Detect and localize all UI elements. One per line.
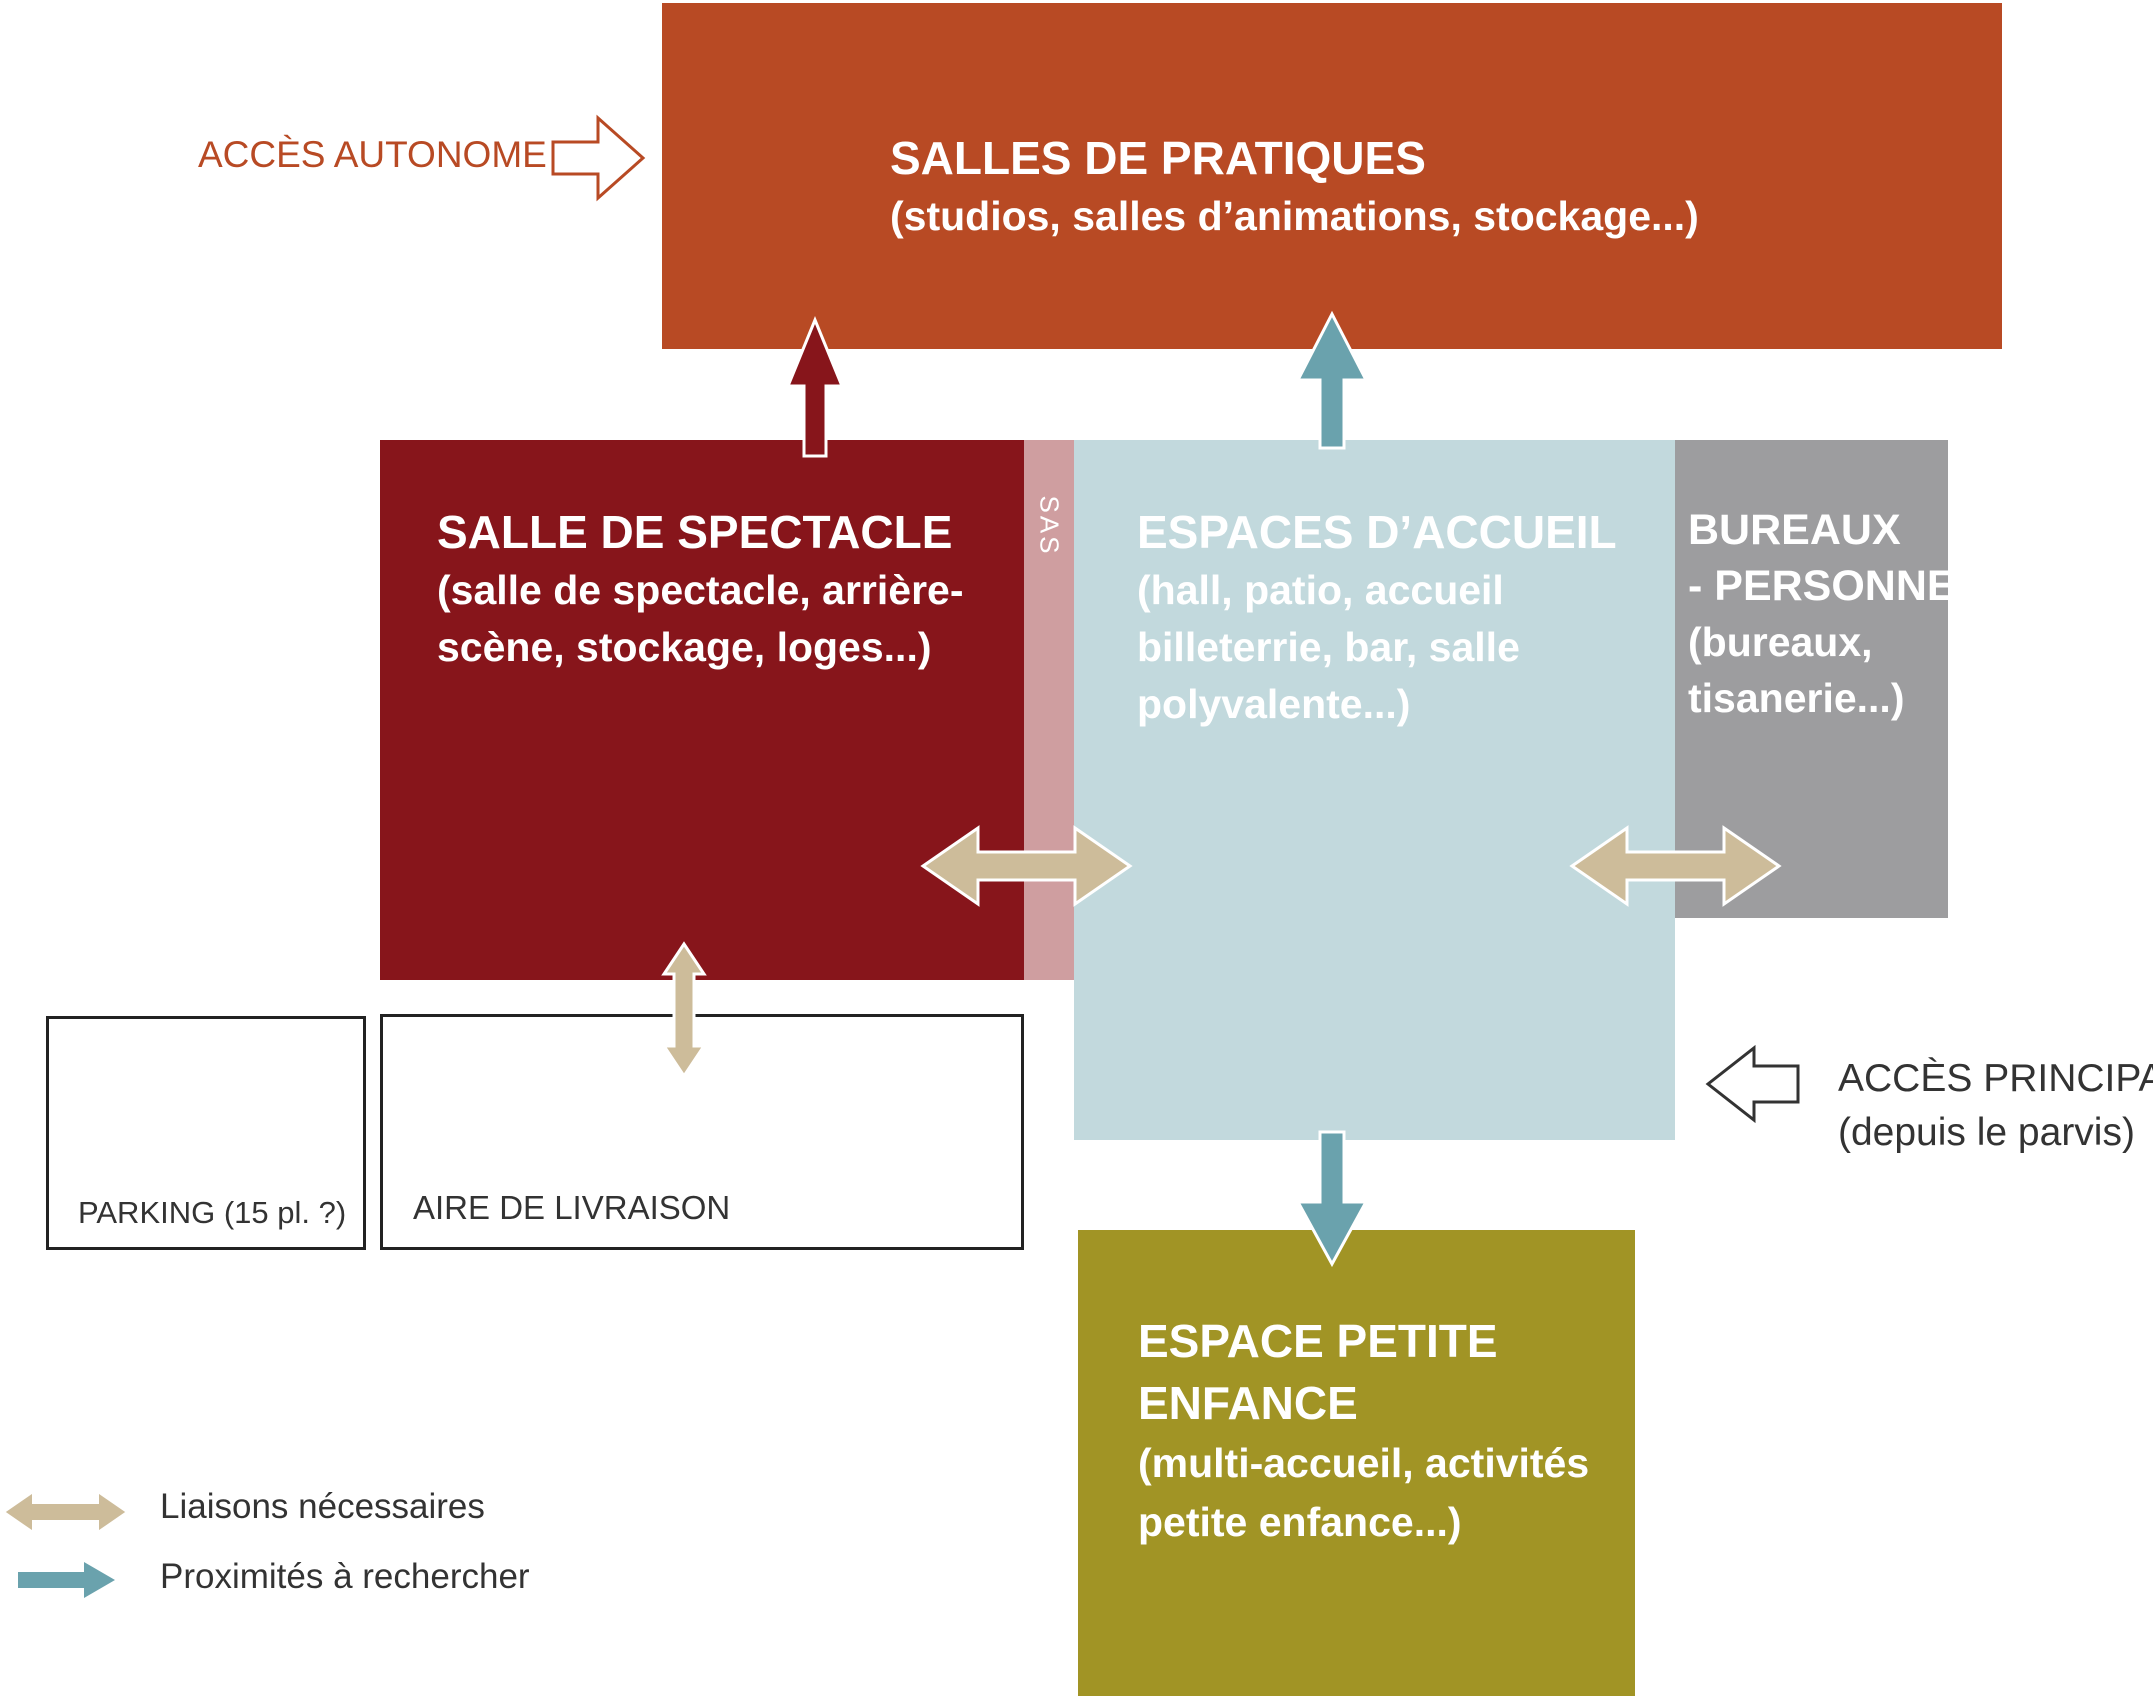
sas-box: SAS <box>1024 440 1074 980</box>
legend-proximites-arrow-icon <box>18 1562 115 1598</box>
acces-principal-arrow-icon <box>1705 1044 1800 1124</box>
acces-principal-label: ACCÈS PRINCIPAL (depuis le parvis) <box>1838 1052 2153 1160</box>
acces-autonome-arrow-icon <box>551 114 646 202</box>
aire-de-livraison-label: AIRE DE LIVRAISON <box>413 1189 731 1226</box>
espaces-d-accueil-box: ESPACES D’ACCUEIL (hall, patio, accueil … <box>1074 440 1675 1140</box>
aire-de-livraison-box: AIRE DE LIVRAISON <box>380 1014 1024 1250</box>
espace-petite-enfance-title-line2: ENFANCE <box>1138 1377 1358 1429</box>
spectacle-accueil-double-arrow-icon <box>920 825 1133 907</box>
salle-de-spectacle-description-line1: (salle de spectacle, arrière- <box>437 567 964 613</box>
spectacle-to-pratiques-arrow-icon <box>785 316 845 458</box>
espaces-d-accueil-description-line2: billeterrie, bar, salle <box>1137 624 1520 670</box>
acces-principal-line2: (depuis le parvis) <box>1838 1111 2135 1154</box>
acces-principal-line1: ACCÈS PRINCIPAL <box>1838 1057 2153 1100</box>
accueil-to-enfance-arrow-icon <box>1295 1130 1369 1268</box>
salle-de-spectacle-title: SALLE DE SPECTACLE <box>437 506 953 558</box>
bureaux-personnel-box: BUREAUX - PERSONNEL (bureaux, tisanerie.… <box>1675 440 1982 918</box>
espaces-d-accueil-description-line3: polyvalente...) <box>1137 681 1411 727</box>
parking-label: PARKING (15 pl. ?) <box>78 1195 347 1230</box>
espace-petite-enfance-description-line2: petite enfance...) <box>1138 1499 1462 1545</box>
espace-petite-enfance-description-line1: (multi-accueil, activités <box>1138 1440 1590 1486</box>
spectacle-livraison-double-arrow-icon <box>661 941 707 1079</box>
bureaux-description-line2: tisanerie...) <box>1688 675 1905 721</box>
espaces-d-accueil-title: ESPACES D’ACCUEIL <box>1137 506 1617 558</box>
salles-de-pratiques-title: SALLES DE PRATIQUES <box>890 132 1426 184</box>
bureaux-title-line2: - PERSONNEL <box>1688 562 1982 610</box>
bureaux-title-line1: BUREAUX <box>1688 506 1901 554</box>
parking-box: PARKING (15 pl. ?) <box>46 1016 366 1250</box>
accueil-bureaux-double-arrow-icon <box>1569 825 1782 907</box>
espaces-d-accueil-description-line1: (hall, patio, accueil <box>1137 567 1504 613</box>
legend-liaisons-label: Liaisons nécessaires <box>160 1487 485 1526</box>
accueil-to-pratiques-arrow-icon <box>1295 310 1369 450</box>
legend-liaisons-arrow-icon <box>2 1490 129 1534</box>
salles-de-pratiques-description: (studios, salles d’animations, stockage.… <box>890 193 1699 239</box>
espace-petite-enfance-box: ESPACE PETITE ENFANCE (multi-accueil, ac… <box>1078 1230 1635 1696</box>
salle-de-spectacle-box: SALLE DE SPECTACLE (salle de spectacle, … <box>380 440 1024 980</box>
salle-de-spectacle-description-line2: scène, stockage, loges...) <box>437 624 932 670</box>
legend-proximites-label: Proximités à rechercher <box>160 1557 530 1596</box>
acces-autonome-label: ACCÈS AUTONOME <box>198 134 547 175</box>
bureaux-description-line1: (bureaux, <box>1688 619 1873 665</box>
salles-de-pratiques-box: SALLES DE PRATIQUES (studios, salles d’a… <box>662 3 2002 349</box>
espace-petite-enfance-title-line1: ESPACE PETITE <box>1138 1315 1498 1367</box>
